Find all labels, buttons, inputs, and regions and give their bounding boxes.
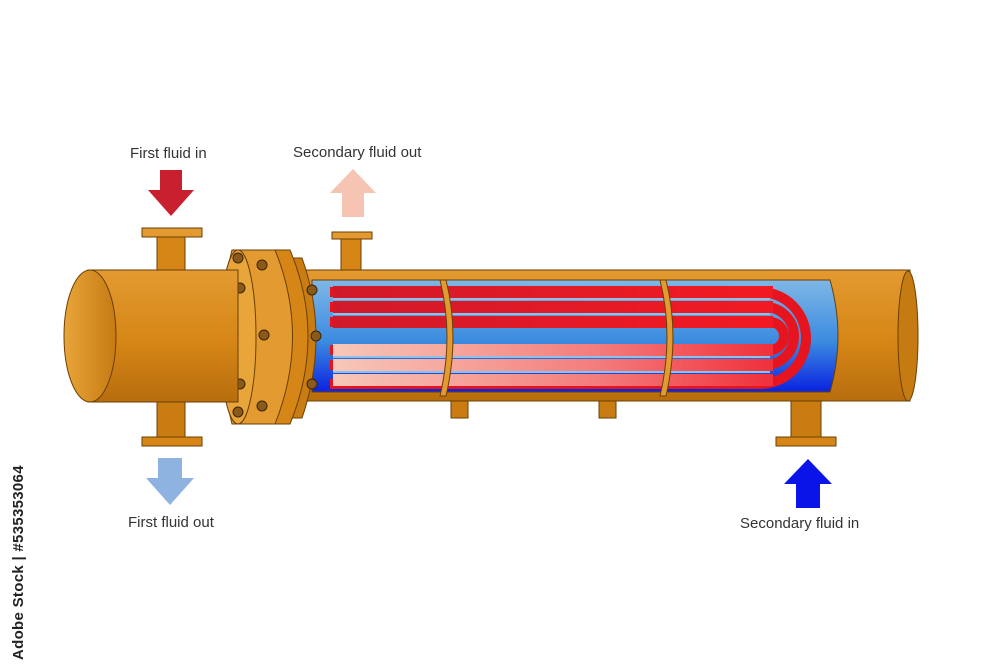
stock-watermark-id: Adobe Stock | #535353064 xyxy=(10,465,27,660)
hot-tube-band xyxy=(333,286,773,298)
first-fluid-out-label: First fluid out xyxy=(128,514,214,531)
baffle-plates xyxy=(439,279,674,397)
shell-interior-cutaway xyxy=(311,279,839,397)
secondary-fluid-outlet-nozzle xyxy=(331,231,373,275)
cooling-tube-band xyxy=(333,344,773,356)
first-fluid-in-label: First fluid in xyxy=(130,145,207,162)
secondary-fluid-inlet-nozzle xyxy=(775,397,837,447)
first-fluid-outlet-nozzle xyxy=(141,394,203,447)
secondary-fluid-in-label: Secondary fluid in xyxy=(740,515,860,532)
arrow-up-icon xyxy=(784,459,832,508)
channel-head xyxy=(63,269,239,403)
arrow-down-icon xyxy=(148,170,194,216)
arrow-up-icon xyxy=(330,169,376,217)
u-bend-tubes xyxy=(330,287,811,389)
arrow-down-icon xyxy=(146,458,194,505)
secondary-fluid-out-label: Secondary fluid out xyxy=(293,144,422,161)
